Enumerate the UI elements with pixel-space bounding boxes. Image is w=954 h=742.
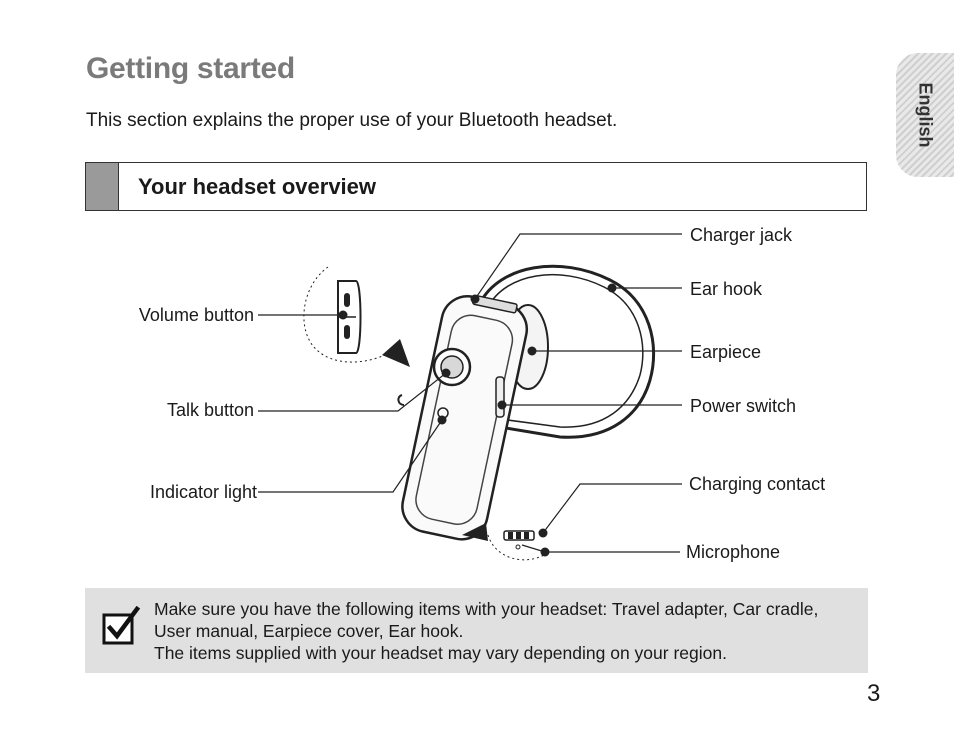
label-earpiece: Earpiece [690, 342, 762, 362]
note-line: User manual, Earpiece cover, Ear hook. [154, 621, 464, 641]
label-microphone: Microphone [686, 542, 781, 562]
checkbox-check-icon [102, 606, 141, 645]
label-volume-button: Volume button [138, 305, 254, 325]
language-tab: English [896, 53, 954, 177]
label-ear-hook: Ear hook [690, 279, 763, 299]
section-header: Your headset overview [85, 162, 867, 211]
note-box: Make sure you have the following items w… [85, 588, 868, 673]
page-title: Getting started [86, 52, 295, 85]
note-line: Make sure you have the following items w… [154, 599, 819, 619]
label-charger-jack: Charger jack [690, 225, 793, 245]
note-line: The items supplied with your headset may… [154, 643, 727, 663]
section-header-bar [86, 163, 119, 210]
label-charging-contact: Charging contact [689, 474, 826, 494]
language-tab-label: English [915, 82, 936, 148]
intro-text: This section explains the proper use of … [86, 110, 618, 131]
note-text: Make sure you have the following items w… [154, 598, 818, 664]
headset-illustration [258, 233, 682, 561]
section-heading: Your headset overview [138, 174, 377, 199]
label-talk-button: Talk button [166, 400, 254, 420]
label-power-switch: Power switch [690, 396, 797, 416]
label-indicator-light: Indicator light [149, 482, 257, 502]
headset-diagram: Charger jack Ear hook Earpiece Power swi… [0, 215, 954, 585]
page-number: 3 [867, 680, 881, 707]
